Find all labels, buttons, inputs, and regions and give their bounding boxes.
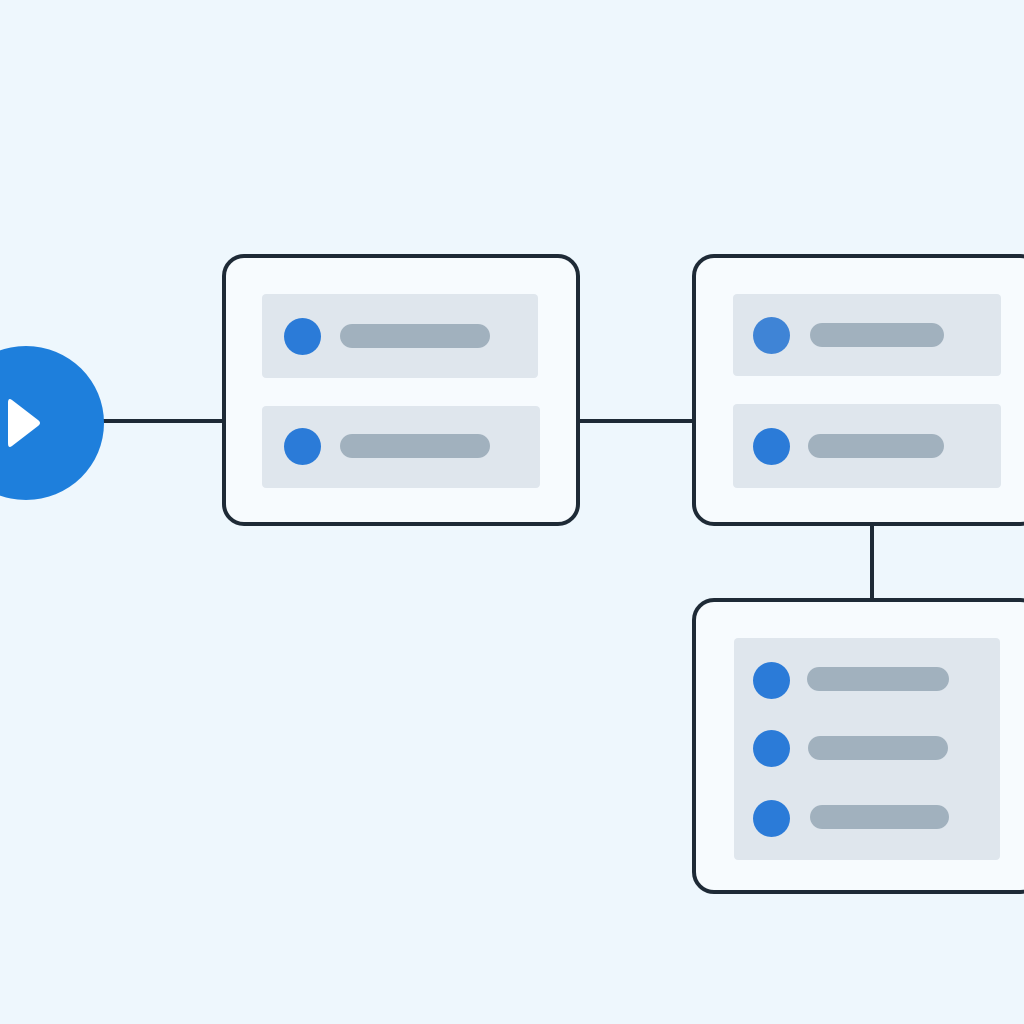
list-item[interactable] — [262, 294, 538, 378]
status-dot — [753, 662, 790, 699]
connector-node-1-to-node-2 — [576, 419, 696, 423]
list-item[interactable] — [733, 404, 1001, 488]
connector-start-to-node-1 — [100, 419, 226, 423]
list-item[interactable] — [733, 294, 1001, 376]
play-icon — [8, 399, 40, 447]
placeholder-text-bar — [340, 434, 490, 458]
status-dot — [284, 428, 321, 465]
list-item[interactable] — [262, 406, 540, 488]
list-group — [734, 638, 1000, 860]
workflow-node[interactable] — [222, 254, 580, 526]
status-dot — [753, 730, 790, 767]
status-dot — [284, 318, 321, 355]
connector-node-2-to-node-3 — [870, 520, 874, 604]
placeholder-text-bar — [807, 667, 949, 691]
workflow-node[interactable] — [692, 598, 1024, 894]
workflow-node[interactable] — [692, 254, 1024, 526]
status-dot — [753, 428, 790, 465]
status-dot — [753, 317, 790, 354]
placeholder-text-bar — [810, 323, 944, 347]
status-dot — [753, 800, 790, 837]
placeholder-text-bar — [340, 324, 490, 348]
placeholder-text-bar — [810, 805, 949, 829]
start-play-button[interactable] — [0, 346, 104, 500]
placeholder-text-bar — [808, 736, 948, 760]
placeholder-text-bar — [808, 434, 944, 458]
